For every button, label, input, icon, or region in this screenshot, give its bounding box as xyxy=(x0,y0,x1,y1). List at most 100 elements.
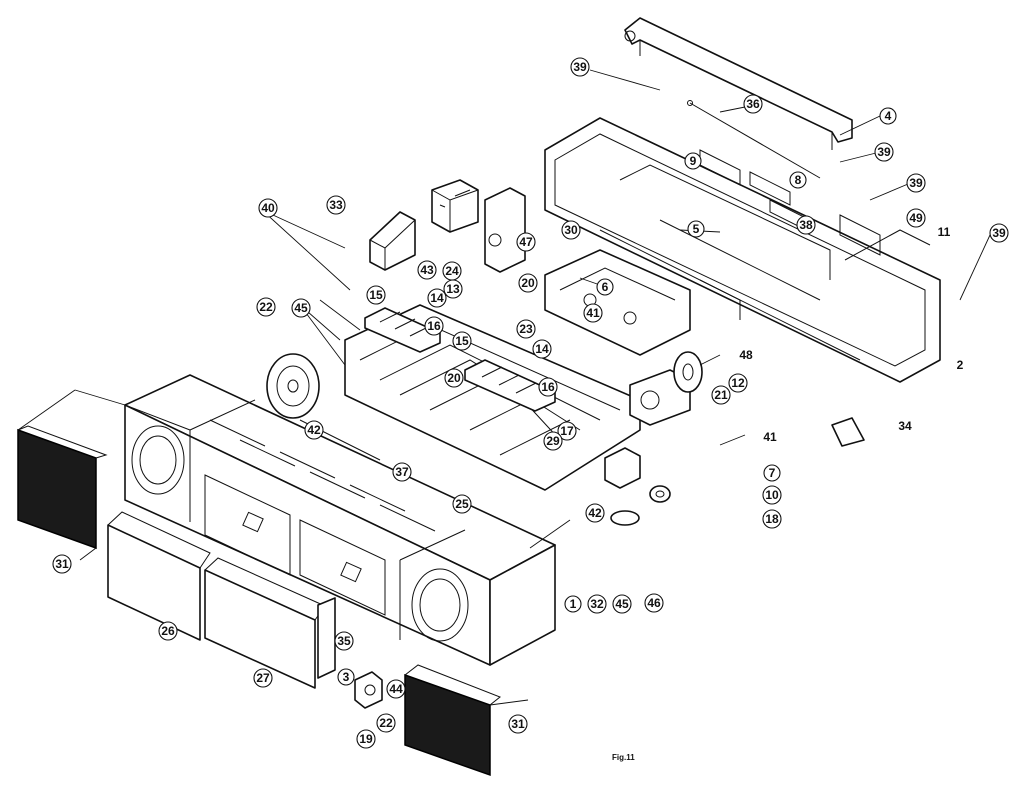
callout-ring xyxy=(762,485,782,505)
knob-18 xyxy=(610,510,640,526)
callout-number: 6 xyxy=(602,280,609,294)
callout-ring xyxy=(583,303,603,323)
callout-c-44: 44 xyxy=(386,679,406,699)
callout-c-29: 29 xyxy=(543,431,563,451)
callout-ring xyxy=(334,631,354,651)
speaker-driver xyxy=(266,353,320,419)
callout-c-39a: 39 xyxy=(570,57,590,77)
callout-ring xyxy=(763,464,781,482)
callout-c-34: 34 xyxy=(898,419,912,433)
callout-c-22a: 22 xyxy=(256,297,276,317)
callout-number: 45 xyxy=(294,301,308,315)
callout-number: 45 xyxy=(615,597,629,611)
callout-c-15b: 15 xyxy=(452,331,472,351)
callout-number: 41 xyxy=(763,430,777,444)
callout-c-7: 7 xyxy=(763,464,781,482)
callout-c-6: 6 xyxy=(596,278,614,296)
callout-ring xyxy=(452,494,472,514)
callout-c-17: 17 xyxy=(557,421,577,441)
callout-ring xyxy=(427,288,447,308)
callout-ring xyxy=(879,107,897,125)
callout-c-38: 38 xyxy=(796,215,816,235)
callout-ring xyxy=(684,152,702,170)
callout-c-9: 9 xyxy=(684,152,702,170)
front-cabinet xyxy=(124,374,556,666)
transformer-cover xyxy=(369,211,416,271)
cassette-door-left xyxy=(107,511,211,641)
callout-ring xyxy=(442,261,462,281)
callout-c-26: 26 xyxy=(158,621,178,641)
knob-34 xyxy=(831,417,865,447)
callout-ring xyxy=(516,232,536,252)
callout-ring xyxy=(424,316,444,336)
switch-7 xyxy=(604,447,641,489)
handle-rod xyxy=(687,100,821,179)
callout-ring xyxy=(612,594,632,614)
callout-number: 42 xyxy=(307,423,321,437)
callout-number: 21 xyxy=(714,388,728,402)
callout-c-11: 11 xyxy=(938,225,951,239)
callout-ring xyxy=(158,621,178,641)
callout-ring xyxy=(532,339,552,359)
callout-c-4: 4 xyxy=(879,107,897,125)
callout-number: 29 xyxy=(546,434,560,448)
callout-c-20a: 20 xyxy=(518,273,538,293)
callout-ring xyxy=(291,298,311,318)
callout-c-42a: 42 xyxy=(304,420,324,440)
callout-ring xyxy=(386,679,406,699)
callout-number: 25 xyxy=(455,497,469,511)
callout-ring xyxy=(561,220,581,240)
callout-number: 4 xyxy=(885,109,892,123)
callout-number: 39 xyxy=(909,176,923,190)
callout-c-41b: 41 xyxy=(763,430,777,444)
callout-c-19: 19 xyxy=(356,729,376,749)
callout-number: 9 xyxy=(690,154,697,168)
callout-c-40: 40 xyxy=(258,198,278,218)
callout-c-45a: 45 xyxy=(291,298,311,318)
callout-c-39d: 39 xyxy=(989,223,1009,243)
callout-c-43: 43 xyxy=(417,260,437,280)
callout-ring xyxy=(538,377,558,397)
callout-ring xyxy=(417,260,437,280)
callout-c-13: 13 xyxy=(443,279,463,299)
callout-c-10: 10 xyxy=(762,485,782,505)
callout-c-32: 32 xyxy=(587,594,607,614)
callout-number: 35 xyxy=(337,634,351,648)
callout-c-33: 33 xyxy=(326,195,346,215)
callout-c-30: 30 xyxy=(561,220,581,240)
callout-number: 1 xyxy=(570,597,577,611)
callout-number: 31 xyxy=(55,557,69,571)
figure-caption: Fig.11 xyxy=(612,753,635,762)
callout-ring xyxy=(989,223,1009,243)
callout-number: 46 xyxy=(647,596,661,610)
rear-cabinet xyxy=(544,117,941,383)
callout-number: 5 xyxy=(693,222,700,236)
callout-ring xyxy=(557,421,577,441)
callout-number: 40 xyxy=(261,201,275,215)
callout-c-8: 8 xyxy=(789,171,807,189)
speaker-grille-right xyxy=(404,664,501,777)
callout-ring xyxy=(789,171,807,189)
callout-ring xyxy=(762,509,782,529)
callout-number: 42 xyxy=(588,506,602,520)
callout-number: 16 xyxy=(427,319,441,333)
callout-number: 15 xyxy=(455,334,469,348)
tape-mechanism xyxy=(544,249,691,356)
callout-ring xyxy=(444,368,464,388)
callout-c-1: 1 xyxy=(564,595,582,613)
push-button-row-lower xyxy=(464,359,556,412)
callout-ring xyxy=(258,198,278,218)
callout-ring xyxy=(596,278,614,296)
callout-ring xyxy=(906,173,926,193)
callout-number: 34 xyxy=(898,419,912,433)
callout-ring xyxy=(516,319,536,339)
bracket-pcb xyxy=(484,187,526,273)
callout-c-48: 48 xyxy=(739,348,753,362)
callout-number: 20 xyxy=(447,371,461,385)
callout-c-14b: 14 xyxy=(532,339,552,359)
callout-ring xyxy=(796,215,816,235)
callout-ring xyxy=(743,94,763,114)
jack-19-22 xyxy=(354,671,383,709)
callout-c-5: 5 xyxy=(687,220,705,238)
callout-number: 22 xyxy=(379,716,393,730)
